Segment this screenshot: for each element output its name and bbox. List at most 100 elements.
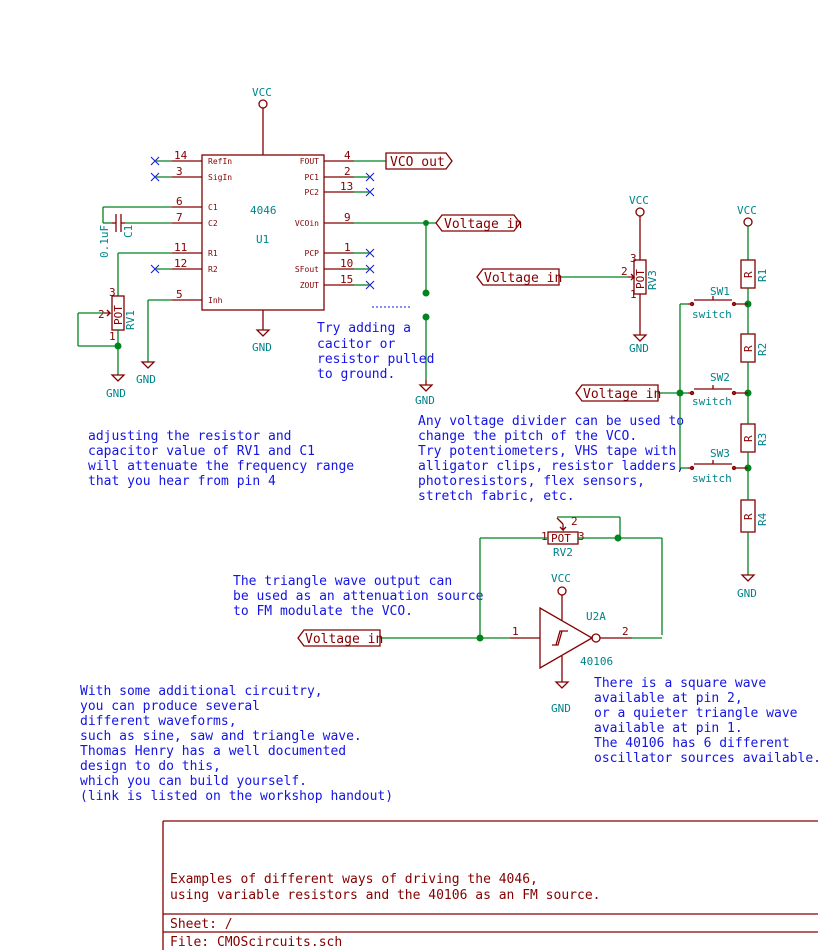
ic-4046: 4046 U1 RefIn SigIn C1 C2 R1 R2 Inh FOUT… — [172, 125, 354, 330]
pot-value: POT — [112, 305, 125, 325]
svg-text:Try adding a: Try adding a — [317, 321, 411, 336]
pot-rv2: POT RV2 1 3 2 — [541, 515, 585, 559]
gnd-label: GND — [629, 342, 649, 355]
svg-text:stretch fabric, etc.: stretch fabric, etc. — [418, 489, 575, 504]
vcc-symbol: VCC — [551, 572, 571, 596]
vcc-symbol: VCC — [252, 86, 272, 125]
gnd-label: GND — [252, 341, 272, 354]
vco-out-text: VCO_out — [390, 155, 445, 170]
svg-text:available at pin 1.: available at pin 1. — [594, 721, 743, 736]
svg-text:Try potentiometers, VHS tape w: Try potentiometers, VHS tape with — [418, 444, 676, 459]
note-square: There is a square wave available at pin … — [594, 676, 818, 766]
pot-pin: 2 — [621, 265, 628, 278]
svg-text:or a quieter triangle wave: or a quieter triangle wave — [594, 706, 798, 721]
svg-text:Thomas Henry has a well docume: Thomas Henry has a well documented — [80, 744, 346, 759]
note-triangle: The triangle wave output can be used as … — [233, 574, 484, 619]
gnd-label: GND — [737, 587, 757, 600]
gnd-symbol: GND — [551, 681, 571, 715]
voltage-in-text: Voltage_in — [444, 217, 522, 232]
pot-pin: 1 — [541, 530, 548, 543]
pin-number: 1 — [344, 241, 351, 254]
gnd-symbol: GND — [252, 329, 272, 354]
svg-text:available at pin 2,: available at pin 2, — [594, 691, 743, 706]
vcc-label: VCC — [629, 194, 649, 207]
switch-value: switch — [692, 395, 732, 408]
pot-value: POT — [634, 269, 647, 289]
svg-text:With some additional circuitry: With some additional circuitry, — [80, 684, 323, 699]
svg-text:which you can build yourself.: which you can build yourself. — [80, 774, 307, 789]
svg-text:to FM modulate the VCO.: to FM modulate the VCO. — [233, 604, 413, 619]
c1-ref: C1 — [122, 225, 135, 238]
pin-number: 2 — [344, 165, 351, 178]
pot-pin: 1 — [109, 330, 116, 343]
svg-text:The triangle wave output can: The triangle wave output can — [233, 574, 452, 589]
pin-number: 9 — [344, 211, 351, 224]
note-attenuate: adjusting the resistor and capacitor val… — [88, 429, 354, 489]
r1-ref: R1 — [756, 269, 769, 282]
pin-name: PC2 — [305, 188, 320, 197]
voltage-in-label[interactable]: Voltage_in — [435, 214, 522, 232]
voltage-in-text: Voltage_in — [305, 632, 383, 647]
resistor-value: R — [742, 271, 755, 278]
gnd-symbol: GND — [136, 361, 156, 386]
title-block: Examples of different ways of driving th… — [162, 820, 818, 950]
pin-number: 14 — [174, 149, 188, 162]
vcc-label: VCC — [252, 86, 272, 99]
pin-name: R1 — [208, 249, 218, 258]
svg-text:adjusting the resistor and: adjusting the resistor and — [88, 429, 292, 444]
title-sheet: Sheet: / — [170, 917, 233, 932]
note-divider: Any voltage divider can be used to chang… — [418, 414, 684, 504]
r4-ref: R4 — [756, 512, 769, 526]
pot-pin: 3 — [630, 252, 637, 265]
pin-name: ZOUT — [300, 281, 319, 290]
svg-text:such as sine, saw and triangle: such as sine, saw and triangle wave. — [80, 729, 362, 744]
pin-number: 5 — [176, 288, 183, 301]
switch-value: switch — [692, 308, 732, 321]
sw1-ref: SW1 — [710, 285, 730, 298]
pin-name: C2 — [208, 219, 218, 228]
gnd-label: GND — [136, 373, 156, 386]
vcc-symbol: VCC — [737, 204, 757, 227]
schmitt-inverter-u2a: 1 2 U2A 40106 — [510, 595, 632, 682]
voltage-in-text: Voltage_in — [484, 271, 562, 286]
gnd-symbol: GND — [629, 334, 649, 355]
note-ground: Try adding a cacitor or resistor pulled … — [317, 321, 434, 382]
pin-number: 13 — [340, 180, 353, 193]
rv1-ref: RV1 — [124, 310, 137, 330]
voltage-in-label[interactable]: Voltage_in — [575, 384, 661, 402]
rv2-ref: RV2 — [553, 546, 573, 559]
sw3-ref: SW3 — [710, 447, 730, 460]
resistor-value: R — [742, 345, 755, 352]
note-waveforms: With some additional circuitry, you can … — [80, 684, 393, 804]
pin-name: SFout — [295, 265, 319, 274]
gnd-symbol: GND — [737, 574, 757, 600]
vco-out-label[interactable]: VCO_out — [385, 152, 453, 170]
ic-4046-ref: U1 — [256, 233, 269, 246]
u2-value: 40106 — [580, 655, 613, 668]
no-connect-wires — [155, 160, 370, 286]
svg-text:resistor pulled: resistor pulled — [317, 352, 434, 367]
svg-text:There is a square wave: There is a square wave — [594, 676, 766, 691]
pot-pin: 3 — [109, 286, 116, 299]
svg-text:oscillator sources available.: oscillator sources available. — [594, 751, 818, 766]
gnd-label: GND — [415, 394, 435, 407]
svg-text:cacitor or: cacitor or — [317, 337, 395, 352]
u2-ref: U2A — [586, 610, 606, 623]
resistor-value: R — [742, 513, 755, 520]
resistor-value: R — [742, 435, 755, 442]
sw2-ref: SW2 — [710, 371, 730, 384]
svg-text:you can produce several: you can produce several — [80, 699, 260, 714]
switches: SW1 switch SW2 switch SW3 switch — [680, 285, 748, 485]
voltage-in-label[interactable]: Voltage_in — [297, 629, 383, 647]
title-comment: Examples of different ways of driving th… — [170, 872, 538, 887]
svg-text:that you hear from pin 4: that you hear from pin 4 — [88, 474, 276, 489]
pin-name: PC1 — [305, 173, 320, 182]
voltage-in-label[interactable]: Voltage_in — [476, 268, 562, 286]
title-file: File: CMOScircuits.sch — [170, 935, 342, 950]
pin-number: 12 — [174, 257, 187, 270]
pin-number: 11 — [174, 241, 187, 254]
pin-number: 15 — [340, 273, 353, 286]
svg-text:The 40106 has 6 different: The 40106 has 6 different — [594, 736, 790, 751]
pin-number: 10 — [340, 257, 353, 270]
gnd-symbol: GND — [415, 380, 435, 407]
